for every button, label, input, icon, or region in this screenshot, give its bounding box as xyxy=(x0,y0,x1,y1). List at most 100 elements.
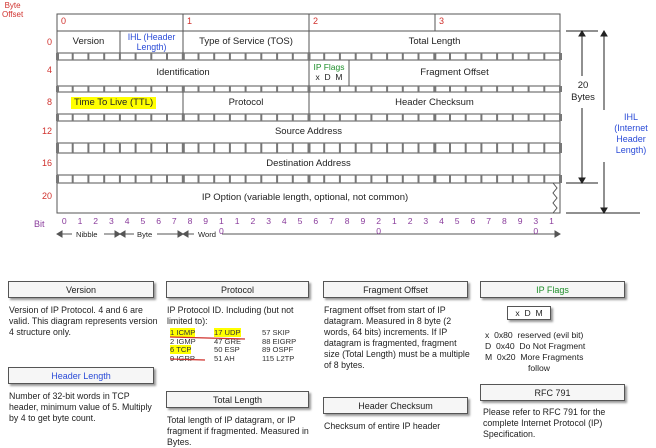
protocol-cell: 115 L2TP xyxy=(262,354,294,364)
protocol-cell: 50 ESP xyxy=(214,345,240,355)
row-tick xyxy=(370,86,373,92)
row-tick xyxy=(338,143,341,153)
bit-number: 1 xyxy=(234,216,240,226)
row-tick xyxy=(511,175,514,183)
protocol-entry: 89 OSPF xyxy=(262,345,294,355)
row-tick xyxy=(354,53,357,60)
row-tick xyxy=(464,175,467,183)
legend-fragment-offset-text: Fragment offset from start of IP datagra… xyxy=(324,305,470,370)
protocol-entry: 47 GRE xyxy=(214,336,242,346)
legend-version-title: Version xyxy=(8,281,154,298)
row-tick xyxy=(527,53,530,60)
bit-number: 5 xyxy=(140,216,146,226)
protocol-entry: 17 UDP xyxy=(214,328,241,337)
row-tick xyxy=(87,86,90,92)
protocol-entry: 57 SKIP xyxy=(262,328,290,337)
row-tick xyxy=(150,86,153,92)
row-tick xyxy=(87,53,90,60)
row-tick xyxy=(134,143,137,153)
row-tick xyxy=(276,86,279,92)
row-tick xyxy=(244,143,247,153)
row-tick xyxy=(511,53,514,60)
row-tick xyxy=(71,143,74,153)
row-tick xyxy=(150,114,153,121)
row-tick xyxy=(354,175,357,183)
row-tick xyxy=(480,175,483,183)
row-tick xyxy=(323,175,326,183)
field-ttl: Time To Live (TTL) xyxy=(57,92,183,114)
protocol-entry: 51 AH xyxy=(214,353,235,363)
row-tick xyxy=(433,86,437,92)
row-tick xyxy=(370,143,373,153)
byte-index: 2 xyxy=(313,16,319,26)
row-tick xyxy=(543,86,546,92)
bit-number: 2 xyxy=(93,216,99,226)
bit-number: 2 xyxy=(250,216,256,226)
legend-rfc-text: Please refer to RFC 791 for the complete… xyxy=(483,407,606,439)
row-tick xyxy=(464,143,467,153)
row-tick xyxy=(291,86,294,92)
row-tick xyxy=(103,86,106,92)
row-tick xyxy=(260,86,263,92)
bit-number: 6 xyxy=(313,216,319,226)
legend-ip-flags-title: IP Flags xyxy=(480,281,625,298)
protocol-entry: 2 IGMP xyxy=(170,336,196,346)
row-tick xyxy=(559,86,562,92)
row-offset: 4 xyxy=(46,65,52,75)
ip-flag-line: D 0x40 Do Not Fragment xyxy=(485,341,586,351)
row-tick xyxy=(370,114,373,121)
legend-header-length-text: Number of 32-bit words in TCP header, mi… xyxy=(9,391,152,423)
row-tick xyxy=(150,53,153,60)
bit-number: 3 xyxy=(423,216,429,226)
bit-number: 6 xyxy=(470,216,476,226)
row-tick xyxy=(527,143,530,153)
field-protocol: Protocol xyxy=(228,97,264,108)
row-tick xyxy=(511,86,514,92)
row-tick xyxy=(433,114,437,121)
row-tick xyxy=(71,114,74,121)
row-tick xyxy=(401,53,404,60)
ip-flags-bits: x D M xyxy=(315,72,343,82)
row-tick xyxy=(323,86,326,92)
twenty-bytes-label: 20 Bytes xyxy=(571,80,595,103)
protocol-entry: 1 ICMP xyxy=(170,328,196,337)
bit-number: 9 xyxy=(203,216,209,226)
legend-protocol-title: Protocol xyxy=(166,281,309,298)
row-tick xyxy=(401,86,404,92)
bit-number: 1 xyxy=(549,216,554,226)
row-tick xyxy=(213,175,216,183)
row-offset: 20 xyxy=(41,191,52,201)
row-tick xyxy=(134,86,137,92)
row-tick xyxy=(417,86,420,92)
row-tick xyxy=(71,86,74,92)
row-tick xyxy=(323,143,326,153)
legend-protocol-text: IP Protocol ID. Including (but not limit… xyxy=(167,305,294,326)
row-tick xyxy=(213,114,216,121)
row-tick xyxy=(449,86,451,92)
row-tick xyxy=(559,53,562,60)
row-tick xyxy=(244,114,247,121)
field-source-address: Source Address xyxy=(274,126,343,137)
row-tick xyxy=(496,53,499,60)
protocol-cell: 88 EIGRP xyxy=(262,337,296,347)
bit-number: 4 xyxy=(439,216,444,226)
legend-total-length-text: Total length of IP datagram, or IP fragm… xyxy=(167,415,309,447)
row-tick xyxy=(56,143,59,153)
bit-number: 1 xyxy=(77,216,83,226)
row-tick xyxy=(103,53,106,60)
field-fragment-offset: Fragment Offset xyxy=(420,67,489,78)
row-tick xyxy=(181,143,185,153)
row-tick xyxy=(527,175,530,183)
row-tick xyxy=(354,143,357,153)
bit-number: 4 xyxy=(124,216,130,226)
legend-fragment-offset-title: Fragment Offset xyxy=(323,281,468,298)
row-tick xyxy=(213,53,216,60)
row-tick xyxy=(134,114,137,121)
row-tick xyxy=(276,175,279,183)
protocol-entry: 50 ESP xyxy=(214,345,240,355)
row-tick xyxy=(181,53,185,60)
row-tick xyxy=(260,53,263,60)
row-tick xyxy=(166,86,168,92)
row-tick xyxy=(197,143,200,153)
